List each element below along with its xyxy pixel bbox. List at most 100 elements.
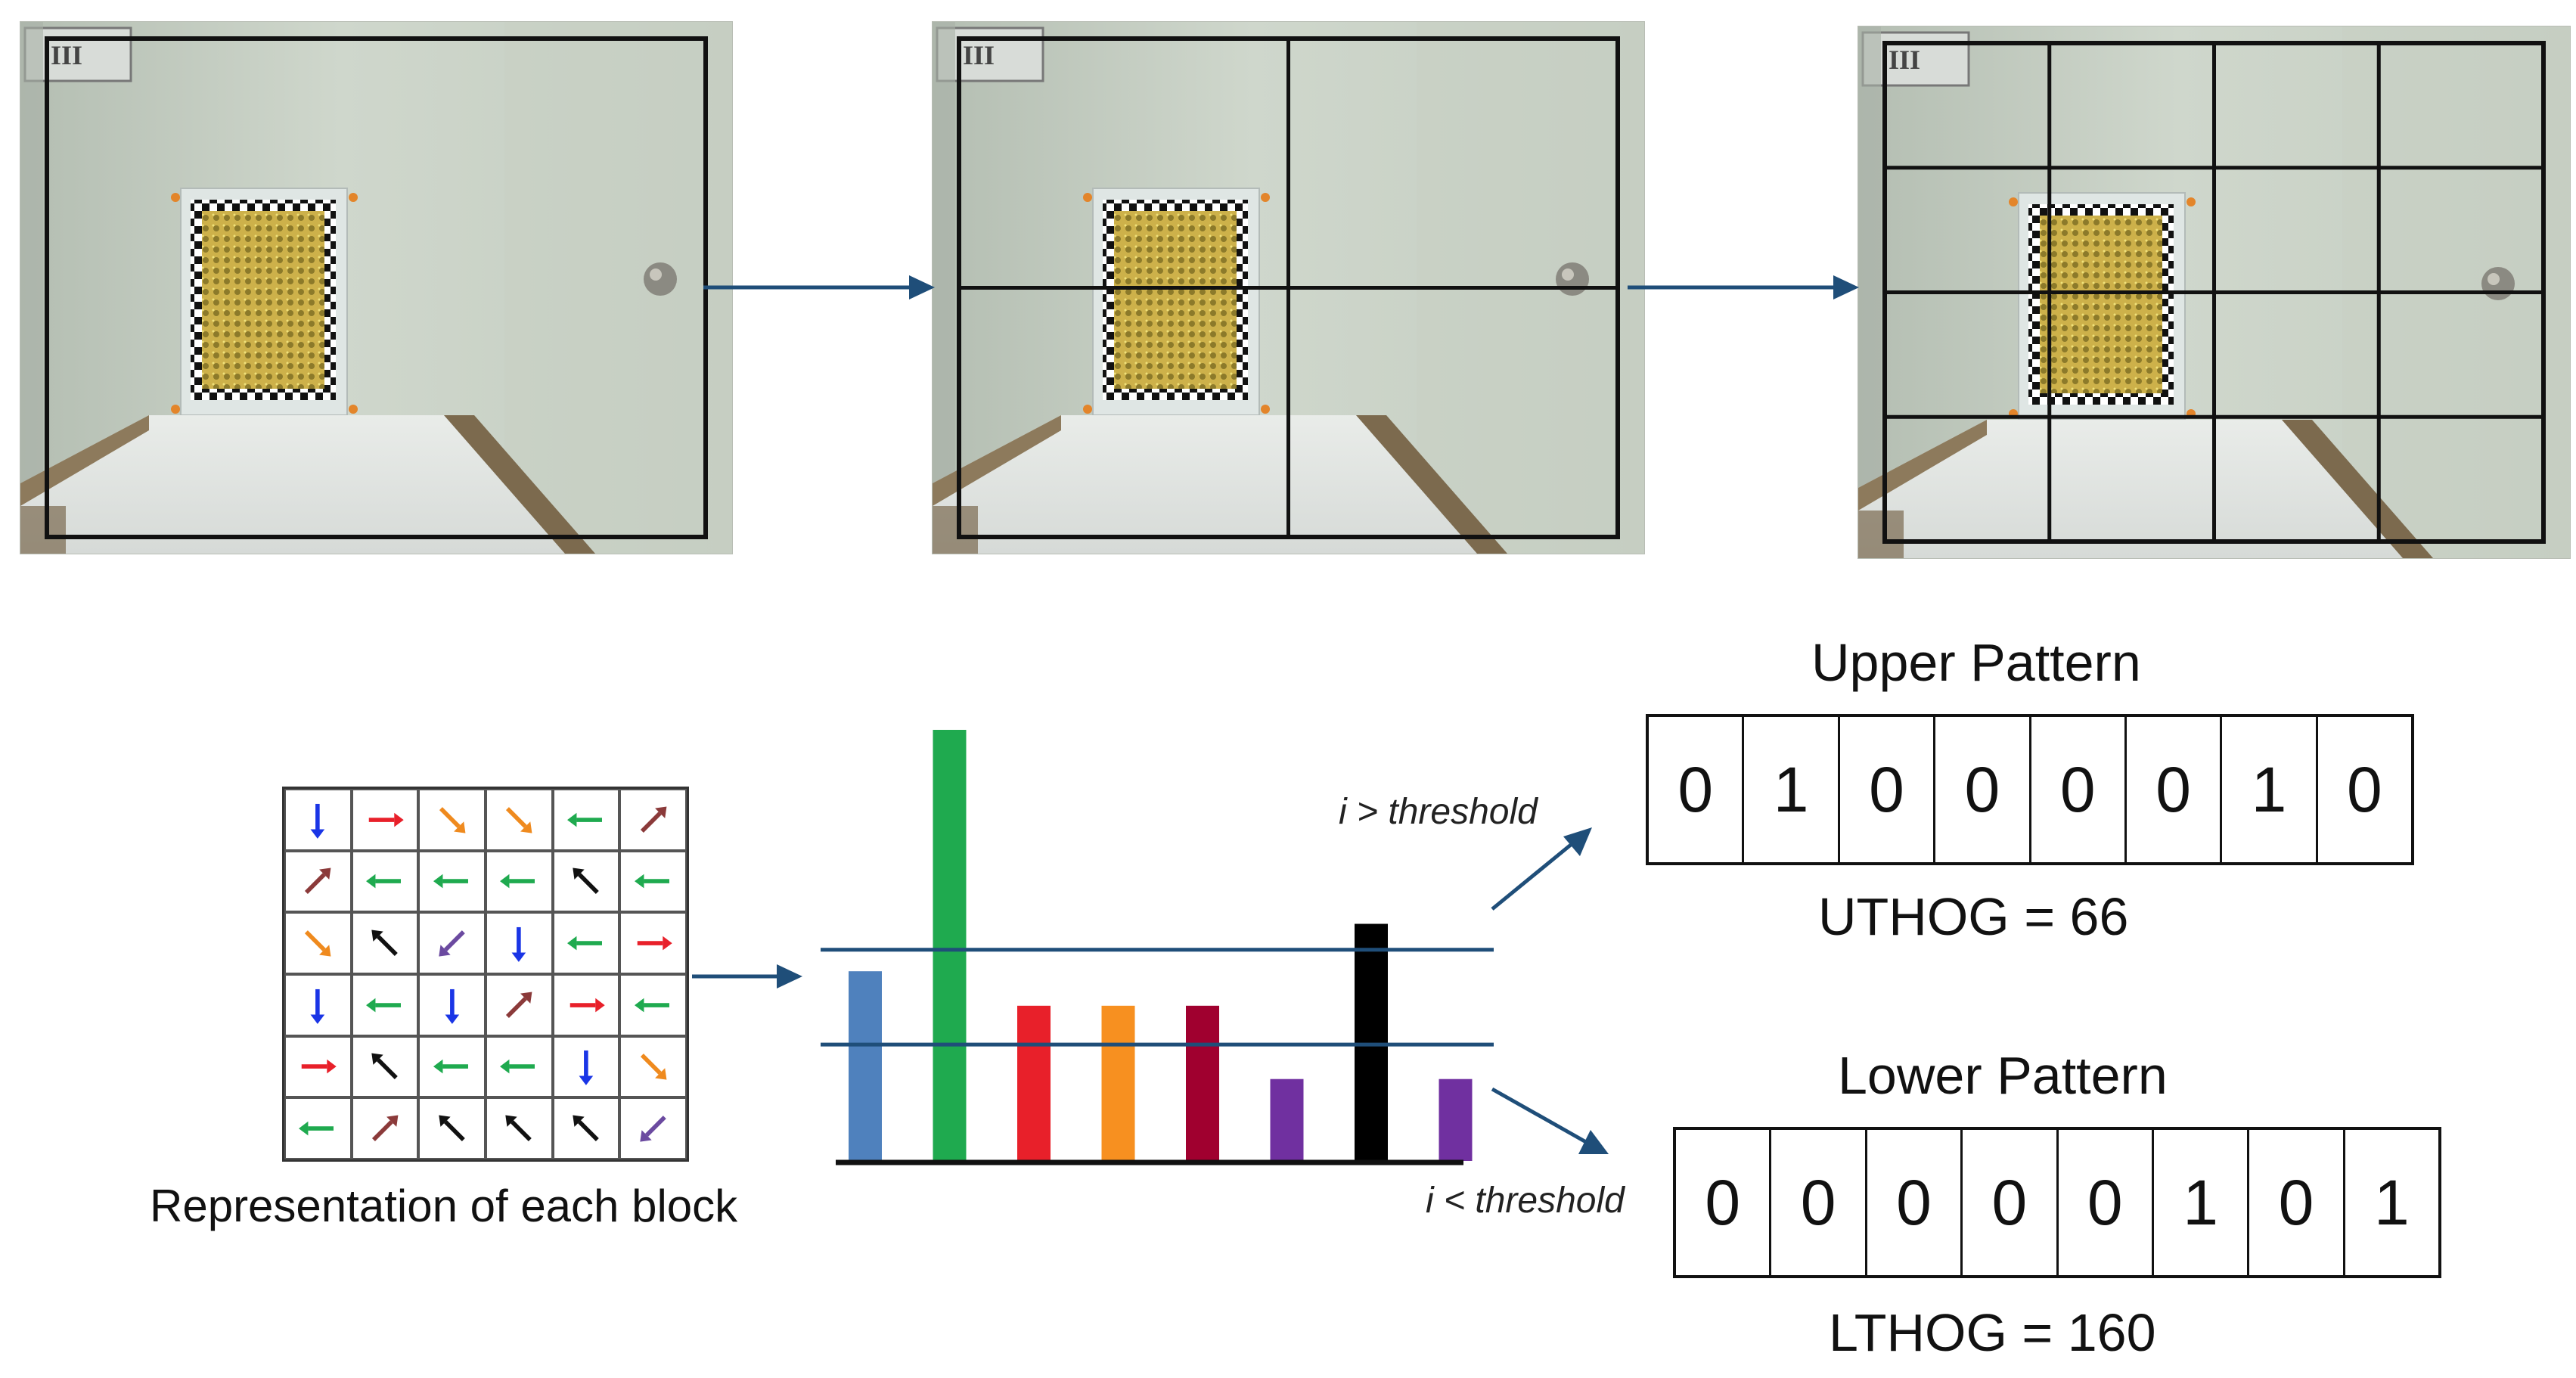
gradient-cell (418, 850, 486, 913)
lower-bit: 0 (1705, 1166, 1741, 1238)
histogram-chart (821, 730, 1494, 1165)
gradient-cell (418, 912, 486, 974)
gradient-cell (552, 973, 620, 1036)
gradient-arrow-icon (439, 806, 466, 833)
gradient-cell (552, 1097, 620, 1159)
gradient-cell (351, 789, 419, 851)
lthog-value: LTHOG = 160 (1829, 1303, 2156, 1362)
arrow-icon-grid-to-histogram (692, 964, 802, 988)
gradient-cell (418, 973, 486, 1036)
block-gradient-grid (282, 787, 689, 1162)
poster-mark: III (1889, 45, 1920, 75)
gradient-cell (418, 1035, 486, 1098)
gradient-arrow-icon (368, 812, 404, 827)
histogram-bar (849, 971, 882, 1161)
histogram-bar (933, 730, 967, 1161)
scene-background: III (20, 22, 732, 554)
gradient-cell (552, 1035, 620, 1098)
gradient-cell (418, 789, 486, 851)
upper-bit: 0 (2124, 717, 2220, 862)
gradient-cell (619, 973, 687, 1036)
histogram-bar (1439, 1079, 1473, 1161)
gradient-arrow-icon (445, 988, 459, 1024)
gradient-cell (552, 850, 620, 913)
gradient-cell (351, 912, 419, 974)
gradient-arrow-icon (371, 930, 398, 957)
gradient-arrow-icon (302, 1060, 337, 1074)
poster-mark: III (51, 40, 82, 70)
gradient-cell (284, 1035, 352, 1098)
histogram-bar (1101, 1005, 1135, 1161)
gradient-arrow-icon (506, 806, 532, 833)
gradient-arrow-icon (634, 874, 669, 889)
gradient-arrow-icon (311, 988, 325, 1024)
gradient-arrow-icon (640, 1116, 666, 1142)
histogram-bar (1270, 1079, 1304, 1161)
scene-grid-1x1 (45, 36, 708, 539)
gradient-cell (619, 912, 687, 974)
gradient-cell (485, 912, 553, 974)
scene-image-2: III (932, 21, 1645, 554)
arrow-icon-to-lower-pattern (1491, 1087, 1609, 1154)
upper-bit: 0 (2315, 717, 2411, 862)
gradient-cell (284, 1097, 352, 1159)
gradient-arrow-icon (567, 812, 603, 827)
lower-pattern-title: Lower Pattern (1838, 1046, 2168, 1105)
gradient-cell (351, 1097, 419, 1159)
gradient-arrow-icon (573, 1115, 599, 1142)
gradient-arrow-icon (439, 1115, 465, 1142)
gradient-arrow-icon (640, 1054, 667, 1081)
gradient-cell (485, 789, 553, 851)
gradient-arrow-icon (573, 867, 599, 895)
lower-bit: 1 (2151, 1130, 2247, 1275)
upper-condition-label: i > threshold (1339, 792, 1538, 832)
gradient-arrow-icon (311, 803, 325, 839)
gradient-arrow-icon (305, 930, 331, 957)
gradient-arrow-icon (299, 1121, 334, 1136)
gradient-cell (284, 789, 352, 851)
gradient-arrow-icon (500, 1060, 535, 1074)
upper-bit: 1 (1742, 717, 1837, 862)
gradient-cell (619, 1097, 687, 1159)
gradient-cell (552, 789, 620, 851)
gradient-cell (351, 1035, 419, 1098)
grid-frame (45, 36, 708, 539)
lower-bit: 1 (2342, 1130, 2438, 1275)
gradient-arrow-icon (634, 998, 669, 1013)
gradient-cell (284, 912, 352, 974)
scene-grid-4x4 (1882, 41, 2546, 544)
upper-bit: 0 (1837, 717, 1933, 862)
gradient-arrow-icon (640, 806, 667, 833)
gradient-arrow-icon (567, 936, 603, 951)
lower-bit: 0 (1864, 1130, 1960, 1275)
gradient-cell (619, 1035, 687, 1098)
gradient-arrow-icon (305, 867, 331, 895)
gradient-cell (619, 850, 687, 913)
poster-mark: III (963, 40, 995, 70)
block-caption: Representation of each block (150, 1181, 738, 1231)
gradient-arrow-icon (579, 1051, 594, 1086)
gradient-arrow-icon (366, 998, 402, 1013)
scene-image-3: III (1858, 26, 2571, 559)
scene-grid-2x2 (957, 36, 1620, 539)
gradient-arrow-icon (439, 930, 465, 957)
lower-bit: 0 (1960, 1130, 2056, 1275)
arrow-icon-scene-2-to-3 (1628, 275, 1859, 299)
gradient-cell (619, 789, 687, 851)
gradient-arrow-icon (366, 874, 402, 889)
upper-bit: 1 (2220, 717, 2315, 862)
gradient-cell (418, 1097, 486, 1159)
scene-image-1: III (20, 21, 733, 554)
gradient-cell (351, 973, 419, 1036)
gradient-cell (552, 912, 620, 974)
gradient-arrow-icon (433, 1060, 468, 1074)
gradient-arrow-icon (371, 1053, 398, 1080)
gradient-arrow-icon (433, 874, 468, 889)
upper-pattern-title: Upper Pattern (1811, 633, 2141, 692)
upper-bit: 0 (1933, 717, 2028, 862)
histogram-bar (1186, 1005, 1219, 1161)
lower-bit: 0 (2056, 1130, 2152, 1275)
gradient-arrow-icon (512, 927, 526, 963)
